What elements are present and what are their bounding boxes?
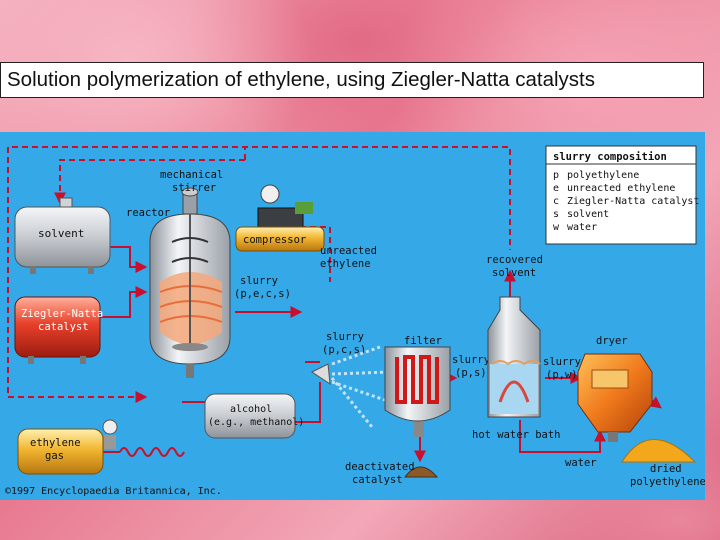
legend-label: polyethylene xyxy=(567,170,639,181)
hot-water-bath-label: hot water bath xyxy=(472,429,561,441)
slurry1-label-1: slurry xyxy=(240,275,278,287)
ziegler-natta-tank xyxy=(14,296,101,364)
slurry4-label-2: (p,w) xyxy=(546,369,578,381)
compressor-label: compressor xyxy=(243,234,306,246)
slurry3-label-2: (p,s) xyxy=(455,367,487,379)
gas-coil xyxy=(119,447,185,457)
compressor xyxy=(235,184,325,252)
slurry3-label-1: slurry xyxy=(452,354,490,366)
dryer-label: dryer xyxy=(596,335,628,347)
ziegler-label-2: catalyst xyxy=(38,321,89,333)
stirrer-label-2: stirrer xyxy=(172,182,216,194)
unreacted-label-1: unreacted xyxy=(320,245,377,257)
dryer-unit xyxy=(577,353,653,442)
alcohol-label-2: (e.g., methanol) xyxy=(208,417,304,428)
legend-key: p xyxy=(553,170,559,181)
filter-label: filter xyxy=(404,335,442,347)
solvent-tank xyxy=(14,197,111,274)
slurry1-label-2: (p,e,c,s) xyxy=(234,288,291,300)
slurry2-label-1: slurry xyxy=(326,331,364,343)
ethylene-label-2: gas xyxy=(45,450,64,462)
slurry2-label-2: (p,c,s) xyxy=(322,344,366,356)
legend-key: c xyxy=(553,196,559,207)
legend-label: Ziegler-Natta catalyst xyxy=(567,196,699,207)
solvent-label: solvent xyxy=(38,227,84,240)
catalyst-pile xyxy=(403,466,439,478)
reactor-label: reactor xyxy=(126,207,170,219)
legend-label: solvent xyxy=(567,209,609,220)
alcohol-label-1: alcohol xyxy=(230,404,272,415)
unreacted-label-2: ethylene xyxy=(320,258,371,270)
legend-label: unreacted ethylene xyxy=(567,183,675,194)
ziegler-label-1: Ziegler-Natta xyxy=(21,308,103,320)
process-diagram: solvent Ziegler-Natta catalyst ethylene … xyxy=(0,132,706,500)
ethylene-gas-tank xyxy=(17,419,118,475)
slurry4-label-1: slurry xyxy=(543,356,581,368)
slide-title: Solution polymerization of ethylene, usi… xyxy=(0,62,704,98)
dried-polyethylene-pile xyxy=(621,439,697,463)
legend-key: s xyxy=(553,209,559,220)
legend-title: slurry composition xyxy=(553,151,667,163)
recovered-label-1: recovered xyxy=(486,254,543,266)
dried-label-1: dried xyxy=(650,463,682,475)
filter-unit xyxy=(384,346,451,437)
recovered-label-2: solvent xyxy=(492,267,536,279)
dried-label-2: polyethylene xyxy=(630,476,705,488)
stirrer-label-1: mechanical xyxy=(160,169,223,181)
deactivated-label-2: catalyst xyxy=(352,474,403,486)
legend-key: w xyxy=(553,222,560,233)
deactivated-label-1: deactivated xyxy=(345,461,415,473)
ethylene-label-1: ethylene xyxy=(30,437,81,449)
alcohol-tank xyxy=(204,393,296,439)
alcohol-spray-nozzle xyxy=(311,345,391,428)
legend-label: water xyxy=(567,222,597,233)
water-label: water xyxy=(565,457,597,469)
copyright-text: ©1997 Encyclopaedia Britannica, Inc. xyxy=(5,486,222,497)
hot-water-bath-vessel xyxy=(487,296,541,418)
reactor-vessel xyxy=(149,187,231,378)
legend-box xyxy=(545,145,697,245)
legend-key: e xyxy=(553,183,559,194)
